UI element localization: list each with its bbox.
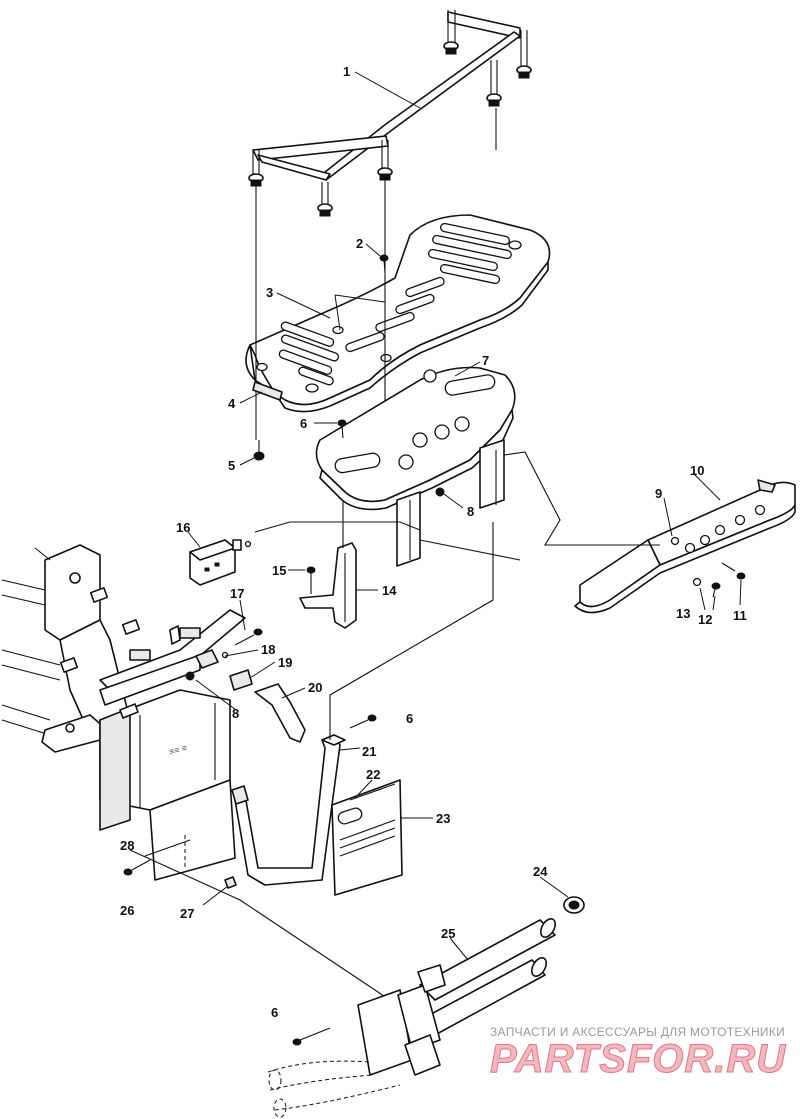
callout-28: 28 xyxy=(120,838,134,853)
callout-12: 12 xyxy=(698,612,712,627)
watermark-brand: PARTSFOR.RU xyxy=(490,1037,786,1081)
part-16-box xyxy=(189,539,252,586)
part-4-plate xyxy=(252,381,283,401)
part-12-bolt xyxy=(711,582,721,598)
part-7-mount-plate xyxy=(315,366,516,567)
part-23-panel xyxy=(331,779,403,896)
callout-3: 3 xyxy=(266,285,273,300)
part-26-bolt xyxy=(123,859,151,876)
callout-25: 25 xyxy=(441,926,455,941)
callout-19: 19 xyxy=(278,655,292,670)
radiator: ≡≡ ≡ xyxy=(99,689,231,831)
part-21-guard-loop xyxy=(231,734,346,886)
part-17-bolt xyxy=(234,628,263,646)
part-18-clip xyxy=(195,649,229,669)
vehicle-frame xyxy=(1,544,246,753)
part-6-bolt-bottom xyxy=(292,1027,331,1046)
part-11-bolt xyxy=(721,562,746,580)
callout-6b: 6 xyxy=(406,711,413,726)
callout-8: 8 xyxy=(467,504,474,519)
svg-text:≡≡ ≡: ≡≡ ≡ xyxy=(168,743,188,757)
callout-6c: 6 xyxy=(271,1005,278,1020)
callout-13: 13 xyxy=(676,606,690,621)
part-5-bolt xyxy=(253,440,265,461)
part-19-clip xyxy=(229,669,253,691)
callout-8b: 8 xyxy=(232,706,239,721)
callout-6: 6 xyxy=(300,416,307,431)
part-27-nut xyxy=(224,876,237,889)
part-15-bolt xyxy=(306,566,316,594)
callout-1: 1 xyxy=(343,64,350,79)
callout-7: 7 xyxy=(482,353,489,368)
callout-18: 18 xyxy=(261,642,275,657)
callout-26: 26 xyxy=(120,903,134,918)
callout-24: 24 xyxy=(533,864,548,879)
part-8-nut-lower xyxy=(185,671,195,681)
watermark-subtitle: ЗАПЧАСТИ И АКСЕССУАРЫ ДЛЯ МОТОТЕХНИКИ xyxy=(490,1025,785,1039)
callout-21: 21 xyxy=(362,744,376,759)
callout-10: 10 xyxy=(690,463,704,478)
part-8-nut-upper xyxy=(435,487,445,497)
callout-4: 4 xyxy=(228,396,236,411)
callout-16: 16 xyxy=(176,520,190,535)
part-6-bolt-upper xyxy=(337,419,347,439)
part-14-bracket xyxy=(299,500,357,629)
callout-15: 15 xyxy=(272,563,286,578)
part-10-bumper xyxy=(574,479,796,614)
part-6-bolt-lower xyxy=(349,714,377,729)
part-28-screen xyxy=(149,779,236,881)
callout-5: 5 xyxy=(228,458,235,473)
part-2-bolt xyxy=(379,254,389,273)
callout-9: 9 xyxy=(655,486,662,501)
callout-11: 11 xyxy=(733,608,747,623)
part-25-bumper-tube xyxy=(267,918,557,1118)
callout-17: 17 xyxy=(230,586,244,601)
callout-20: 20 xyxy=(308,680,322,695)
part-24-cap xyxy=(563,896,585,914)
part-13-washer xyxy=(692,577,702,587)
callout-2: 2 xyxy=(356,236,363,251)
callout-23: 23 xyxy=(436,811,450,826)
callout-14: 14 xyxy=(382,583,397,598)
part-20-hose xyxy=(254,683,306,743)
part-1-rack-bar xyxy=(248,10,532,217)
callout-22: 22 xyxy=(366,767,380,782)
part-9-bolt xyxy=(670,536,680,546)
callout-27: 27 xyxy=(180,906,194,921)
